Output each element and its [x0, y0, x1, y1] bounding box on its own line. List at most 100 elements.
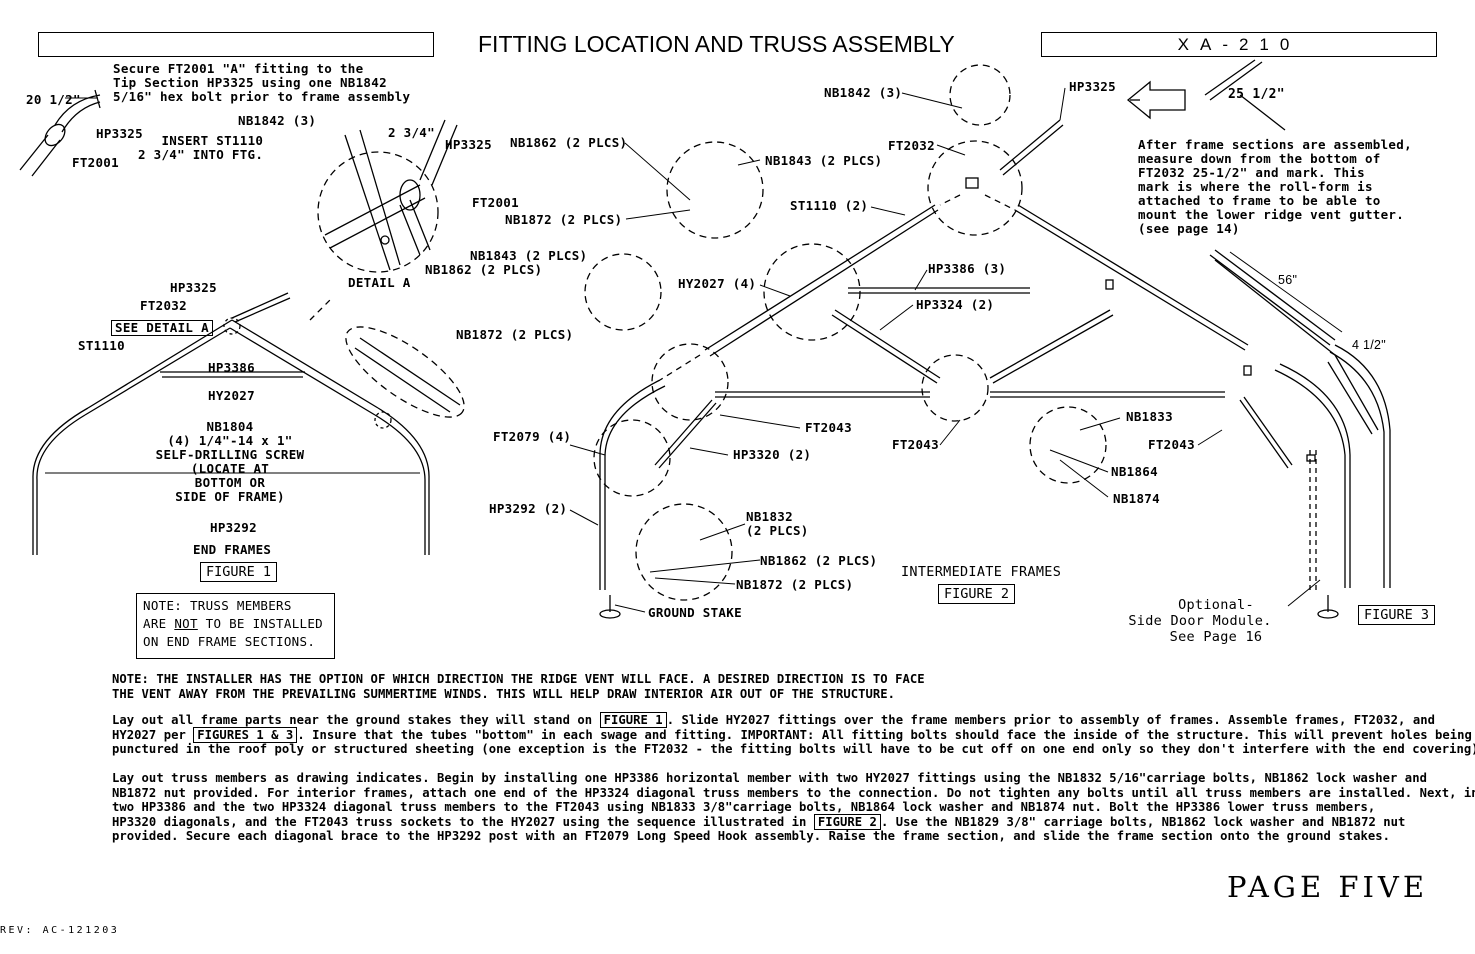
secure-note: Secure FT2001 "A" fitting to the Tip Sec…	[113, 62, 410, 104]
screw-note-line: SIDE OF FRAME)	[175, 489, 285, 504]
truss-note-are: ARE	[143, 616, 167, 631]
label-nb1864: NB1864	[1111, 464, 1158, 479]
intermediate-frame-drawing	[569, 64, 1351, 619]
secure-note-line: Tip Section HP3325 using one NB1842	[113, 75, 387, 90]
label-st1110: ST1110 (2)	[790, 198, 869, 213]
label-nb1842: NB1842 (3)	[824, 85, 903, 100]
instruction-line: After frame sections are assembled,	[1138, 137, 1412, 152]
detail-a-caption: DETAIL A	[348, 275, 411, 290]
para1-text: . Slide HY2027 fittings over the frame m…	[666, 713, 1435, 727]
instruction-line: measure down from the bottom of	[1138, 151, 1381, 166]
instruction-line: mark is where the roll-form is	[1138, 179, 1373, 194]
label-ft2043-a: FT2043	[805, 420, 852, 435]
dim-25-half: 25 1/2"	[1228, 87, 1285, 102]
label-hp3325-end: HP3325	[170, 280, 217, 295]
para1-text: Lay out all frame parts near the ground …	[112, 713, 593, 727]
para2-figure-2-ref: FIGURE 2	[813, 813, 881, 830]
truss-layout-paragraph: Lay out truss members as drawing indicat…	[112, 771, 1475, 844]
label-hp3325-detail: HP3325	[445, 137, 492, 152]
para2-text: HP3320 diagonals, and the FT2043 truss s…	[112, 814, 807, 829]
para2-text: . Use the NB1829 3/8" carriage bolts, NB…	[880, 814, 1406, 829]
label-hp3325: HP3325	[1069, 79, 1116, 94]
label-hy2027: HY2027 (4)	[678, 276, 757, 291]
label-nb1843-b: NB1843 (2 PLCS)	[470, 248, 588, 263]
page-number: PAGE FIVE	[1227, 870, 1429, 904]
para2-line: provided. Secure each diagonal brace to …	[112, 829, 1391, 844]
ridge-vent-note: NOTE: THE INSTALLER HAS THE OPTION OF WH…	[112, 672, 925, 701]
secure-note-line: 5/16" hex bolt prior to frame assembly	[113, 89, 411, 104]
label-ft2001-small: FT2001	[72, 155, 119, 170]
tip-section-sketch	[19, 89, 101, 177]
label-hp3386: HP3386 (3)	[928, 261, 1007, 276]
screw-note-line: (LOCATE AT	[190, 461, 270, 476]
header-left-box	[38, 32, 434, 57]
ridge-vent-note-line: NOTE: THE INSTALLER HAS THE OPTION OF WH…	[112, 672, 925, 686]
optional-side-door: Optional- Side Door Module. See Page 16	[1125, 597, 1275, 645]
screw-note-line: (4) 1/4"-14 x 1"	[167, 433, 293, 448]
insert-note-line: 2 3/4" INTO FTG.	[138, 147, 264, 162]
truss-note-box: NOTE: TRUSS MEMBERS ARE NOT TO BE INSTAL…	[136, 593, 335, 659]
label-ft2032-end: FT2032	[140, 298, 187, 313]
para1-line: HY2027 per FIGURES 1 & 3. Insure that th…	[112, 726, 1475, 743]
figure-3-label: FIGURE 3	[1358, 605, 1436, 625]
para1-figure-1-ref: FIGURE 1	[599, 712, 667, 728]
label-nb1862-b: NB1862 (2 PLCS)	[425, 262, 543, 277]
label-ft2032: FT2032	[888, 138, 935, 153]
screw-note: NB1804 (4) 1/4"-14 x 1" SELF-DRILLING SC…	[150, 420, 310, 504]
instruction-line: mount the lower ridge vent gutter.	[1138, 207, 1405, 222]
instruction-line: FT2032 25-1/2" and mark. This	[1138, 165, 1365, 180]
page-title: FITTING LOCATION AND TRUSS ASSEMBLY	[478, 31, 955, 57]
frame-layout-paragraph: Lay out all frame parts near the ground …	[112, 712, 1475, 757]
label-nb1872-b: NB1872 (2 PLCS)	[456, 327, 574, 342]
dim-4-half: 4 1/2"	[1352, 338, 1387, 352]
end-frames-caption: END FRAMES	[193, 542, 272, 557]
figure-2-label: FIGURE 2	[938, 584, 1016, 604]
nb1832-line: (2 PLCS)	[746, 523, 809, 538]
label-ground-stake: GROUND STAKE	[648, 605, 742, 620]
screw-note-line: NB1804	[206, 419, 254, 434]
optional-line: See Page 16	[1169, 629, 1263, 645]
optional-line: Side Door Module.	[1128, 613, 1272, 629]
end-frame-drawing	[32, 292, 465, 555]
label-ft2001-detail: FT2001	[472, 195, 519, 210]
label-nb1874: NB1874	[1113, 491, 1160, 506]
label-st1110-end: ST1110	[78, 338, 125, 353]
label-hp3292: HP3292 (2)	[489, 501, 568, 516]
ridge-vent-note-line: THE VENT AWAY FROM THE PREVAILING SUMMER…	[112, 686, 896, 701]
figure-1-label: FIGURE 1	[200, 562, 278, 582]
insert-note-line: INSERT ST1110	[161, 133, 264, 148]
optional-line: Optional-	[1178, 597, 1254, 613]
label-hp3292-end: HP3292	[210, 520, 257, 535]
intermediate-caption: INTERMEDIATE FRAMES	[901, 564, 1062, 580]
label-nb1872-a: NB1872 (2 PLCS)	[505, 212, 623, 227]
truss-note-line: ARE NOT TO BE INSTALLED	[143, 615, 328, 633]
label-nb1872-c: NB1872 (2 PLCS)	[736, 577, 854, 592]
truss-note-line: ON END FRAME SECTIONS.	[143, 634, 316, 649]
label-nb1842-detail: NB1842 (3)	[238, 113, 317, 128]
label-nb1843-a: NB1843 (2 PLCS)	[765, 153, 883, 168]
figure-3-drawing	[1204, 59, 1391, 588]
para2-line: HP3320 diagonals, and the FT2043 truss s…	[112, 813, 1475, 830]
revision-code: REV: AC-121203	[0, 925, 120, 936]
secure-note-line: Secure FT2001 "A" fitting to the	[113, 61, 364, 76]
para1-text: . Insure that the tubes "bottom" in each…	[297, 727, 1472, 742]
label-hy2027-end: HY2027	[208, 388, 255, 403]
para1-line: Lay out all frame parts near the ground …	[112, 712, 1475, 728]
label-nb1862-c: NB1862 (2 PLCS)	[760, 553, 878, 568]
instruction-line: (see page 14)	[1138, 221, 1240, 236]
see-detail-a: SEE DETAIL A	[111, 320, 213, 336]
label-nb1862-a: NB1862 (2 PLCS)	[510, 135, 628, 150]
dim-20-half: 20 1/2"	[26, 92, 81, 107]
screw-note-line: SELF-DRILLING SCREW	[155, 447, 305, 462]
para2-line: Lay out truss members as drawing indicat…	[112, 771, 1427, 785]
model-number: XA-210	[1177, 35, 1301, 54]
roll-form-instructions: After frame sections are assembled, meas…	[1138, 138, 1412, 236]
truss-note-not: NOT	[174, 616, 198, 631]
label-nb1833: NB1833	[1126, 409, 1173, 424]
para1-line: punctured in the roof poly or structured…	[112, 742, 1475, 757]
dim-56: 56"	[1278, 273, 1298, 287]
label-hp3386-end: HP3386	[208, 360, 255, 375]
para2-line: NB1872 nut provided. For interior frames…	[112, 785, 1475, 800]
para1-text: HY2027 per	[112, 727, 186, 742]
